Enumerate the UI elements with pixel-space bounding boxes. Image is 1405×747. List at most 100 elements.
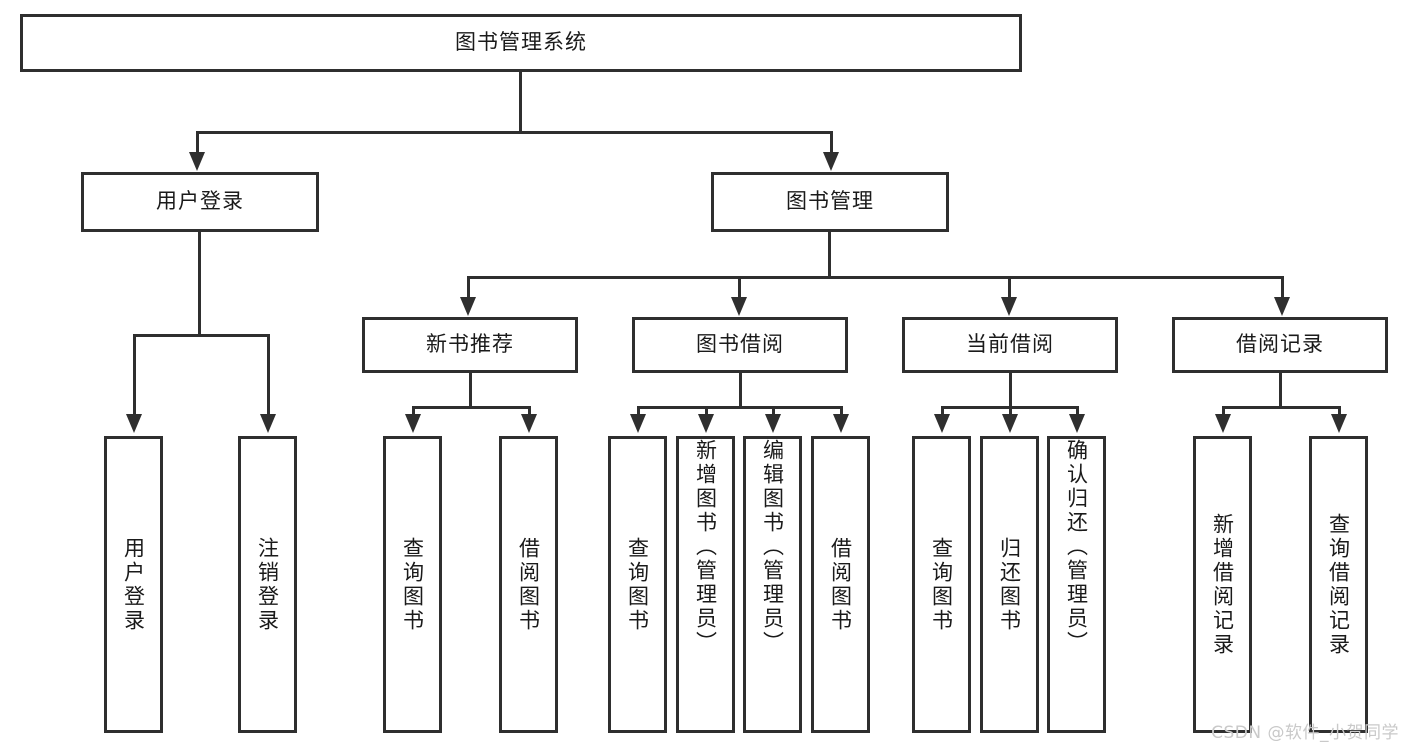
edge-root-trunk — [519, 72, 522, 133]
leaf-label: 借阅图书 — [516, 536, 541, 633]
arrow-new-book-to-leaf-0 — [405, 414, 421, 433]
leaf-text-wrap: 查询借阅记录 — [1312, 439, 1365, 730]
edge-new-book-to-leaf-0 — [412, 406, 415, 416]
node-label: 借阅记录 — [1236, 332, 1324, 357]
arrow-user-login-to-leaf-0 — [126, 414, 142, 433]
edge-book-borrow-bar — [637, 406, 843, 409]
edge-book-borrow-trunk — [739, 373, 742, 409]
node-user-login[interactable]: 用户登录 — [81, 172, 319, 232]
arrow-book-mgmt-to-l3-2 — [1001, 297, 1017, 316]
leaf-label: 编辑图书（管理员） — [760, 439, 785, 655]
edge-borrow-record-bar — [1222, 406, 1341, 409]
edge-borrow-record-to-leaf-1 — [1338, 406, 1341, 416]
leaf-book-borrow-0[interactable]: 查询图书 — [608, 436, 667, 733]
leaf-current-borrow-1[interactable]: 归还图书 — [980, 436, 1039, 733]
edge-book-borrow-to-leaf-1 — [705, 406, 708, 416]
node-label: 图书借阅 — [696, 332, 784, 357]
node-book-management[interactable]: 图书管理 — [711, 172, 949, 232]
edge-book-borrow-to-leaf-0 — [637, 406, 640, 416]
arrow-book-borrow-to-leaf-0 — [630, 414, 646, 433]
leaf-label: 查询图书 — [929, 536, 954, 633]
edge-borrow-record-trunk — [1279, 373, 1282, 409]
edge-new-book-bar — [412, 406, 531, 409]
leaf-book-borrow-2[interactable]: 编辑图书（管理员） — [743, 436, 802, 733]
leaf-borrow-record-1[interactable]: 查询借阅记录 — [1309, 436, 1368, 733]
arrow-borrow-record-to-leaf-0 — [1215, 414, 1231, 433]
leaf-text-wrap: 编辑图书（管理员） — [746, 439, 799, 730]
leaf-text-wrap: 借阅图书 — [814, 439, 867, 730]
leaf-label: 确认归还（管理员） — [1064, 439, 1089, 655]
edge-borrow-record-to-leaf-0 — [1222, 406, 1225, 416]
leaf-label: 查询图书 — [400, 536, 425, 633]
leaf-text-wrap: 确认归还（管理员） — [1050, 439, 1103, 730]
leaf-user-login-0[interactable]: 用户登录 — [104, 436, 163, 733]
edge-root-bar — [196, 131, 833, 134]
arrow-book-mgmt-to-l3-1 — [731, 297, 747, 316]
node-label: 当前借阅 — [966, 332, 1054, 357]
node-root-system[interactable]: 图书管理系统 — [20, 14, 1022, 72]
arrow-root-to-book-mgmt — [823, 152, 839, 171]
leaf-label: 查询图书 — [625, 536, 650, 633]
leaf-borrow-record-0[interactable]: 新增借阅记录 — [1193, 436, 1252, 733]
arrow-book-mgmt-to-l3-3 — [1274, 297, 1290, 316]
leaf-text-wrap: 新增图书（管理员） — [679, 439, 732, 730]
leaf-book-borrow-1[interactable]: 新增图书（管理员） — [676, 436, 735, 733]
edge-book-mgmt-bar — [467, 276, 1284, 279]
leaf-text-wrap: 用户登录 — [107, 439, 160, 730]
edge-current-borrow-trunk — [1009, 373, 1012, 409]
edge-user-login-to-leaf-1 — [267, 334, 270, 416]
leaf-text-wrap: 归还图书 — [983, 439, 1036, 730]
edge-book-borrow-to-leaf-2 — [772, 406, 775, 416]
arrow-book-borrow-to-leaf-3 — [833, 414, 849, 433]
edge-book-borrow-to-leaf-3 — [840, 406, 843, 416]
edge-new-book-to-leaf-1 — [528, 406, 531, 416]
leaf-book-borrow-3[interactable]: 借阅图书 — [811, 436, 870, 733]
leaf-text-wrap: 注销登录 — [241, 439, 294, 730]
edge-root-to-book-mgmt — [830, 131, 833, 155]
leaf-current-borrow-2[interactable]: 确认归还（管理员） — [1047, 436, 1106, 733]
edge-book-mgmt-to-l3-2 — [1008, 276, 1011, 300]
leaf-label: 用户登录 — [121, 536, 146, 633]
node-label: 用户登录 — [156, 189, 244, 214]
node-new-book-recommend[interactable]: 新书推荐 — [362, 317, 578, 373]
node-book-borrow[interactable]: 图书借阅 — [632, 317, 848, 373]
arrow-book-borrow-to-leaf-1 — [698, 414, 714, 433]
edge-book-mgmt-to-l3-1 — [738, 276, 741, 300]
arrow-current-borrow-to-leaf-2 — [1069, 414, 1085, 433]
leaf-text-wrap: 查询图书 — [386, 439, 439, 730]
leaf-label: 借阅图书 — [828, 536, 853, 633]
leaf-text-wrap: 新增借阅记录 — [1196, 439, 1249, 730]
csdn-watermark: CSDN @软件_小贺同学 — [1211, 723, 1399, 743]
arrow-root-to-user-login — [189, 152, 205, 171]
arrow-book-borrow-to-leaf-2 — [765, 414, 781, 433]
edge-current-borrow-to-leaf-0 — [941, 406, 944, 416]
node-current-borrow[interactable]: 当前借阅 — [902, 317, 1118, 373]
node-label: 图书管理 — [786, 189, 874, 214]
edge-current-borrow-to-leaf-1 — [1009, 406, 1012, 416]
leaf-text-wrap: 查询图书 — [915, 439, 968, 730]
leaf-label: 新增借阅记录 — [1210, 512, 1235, 657]
arrow-current-borrow-to-leaf-1 — [1002, 414, 1018, 433]
leaf-new-book-0[interactable]: 查询图书 — [383, 436, 442, 733]
leaf-label: 查询借阅记录 — [1326, 512, 1351, 657]
leaf-new-book-1[interactable]: 借阅图书 — [499, 436, 558, 733]
node-label: 新书推荐 — [426, 332, 514, 357]
edge-book-mgmt-to-l3-3 — [1281, 276, 1284, 300]
edge-root-to-user-login — [196, 131, 199, 155]
edge-user-login-to-leaf-0 — [133, 334, 136, 416]
edge-current-borrow-to-leaf-2 — [1076, 406, 1079, 416]
node-borrow-record[interactable]: 借阅记录 — [1172, 317, 1388, 373]
edge-user-login-trunk — [198, 232, 201, 337]
arrow-current-borrow-to-leaf-0 — [934, 414, 950, 433]
arrow-new-book-to-leaf-1 — [521, 414, 537, 433]
node-label: 图书管理系统 — [455, 30, 587, 55]
arrow-borrow-record-to-leaf-1 — [1331, 414, 1347, 433]
leaf-text-wrap: 借阅图书 — [502, 439, 555, 730]
leaf-current-borrow-0[interactable]: 查询图书 — [912, 436, 971, 733]
edge-book-mgmt-trunk — [828, 232, 831, 278]
arrow-user-login-to-leaf-1 — [260, 414, 276, 433]
leaf-user-login-1[interactable]: 注销登录 — [238, 436, 297, 733]
leaf-label: 新增图书（管理员） — [693, 439, 718, 655]
leaf-text-wrap: 查询图书 — [611, 439, 664, 730]
